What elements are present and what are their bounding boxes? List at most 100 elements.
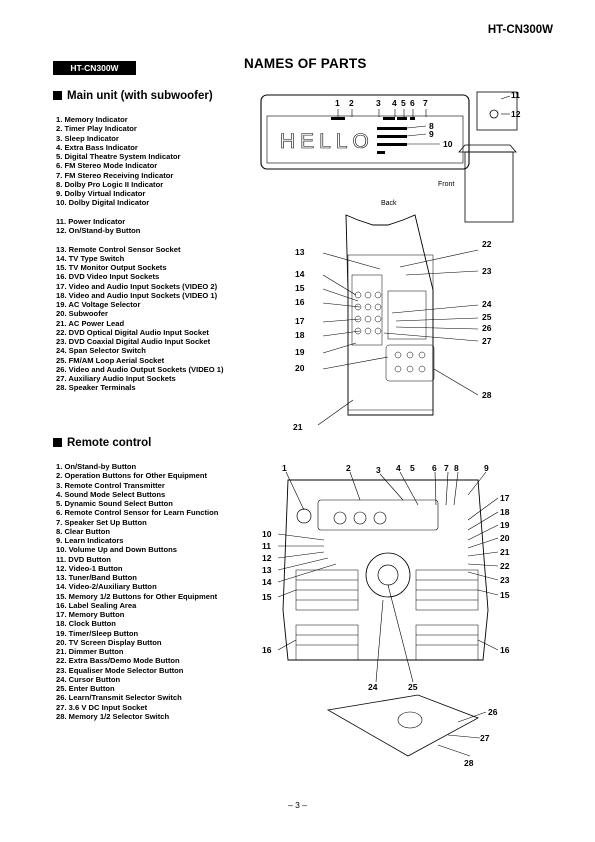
list-item: 5. Digital Theatre System Indicator <box>56 152 181 161</box>
callout-number: 20 <box>295 363 305 373</box>
list-item: 22. DVD Optical Digital Audio Input Sock… <box>56 327 209 337</box>
list-item: 6. FM Stereo Mode Indicator <box>56 161 158 171</box>
main-unit-heading-text: Main unit (with subwoofer) <box>67 90 213 102</box>
model-number-badge: HT-CN300W <box>53 61 136 75</box>
callout-number: 6 <box>432 463 437 473</box>
list-item: 23. DVD Coaxial Digital Audio Input Sock… <box>56 337 211 346</box>
list-item: 13. Remote Control Sensor Socket <box>56 244 181 254</box>
cursor-pad <box>365 552 411 598</box>
square-bullet-icon <box>53 90 62 100</box>
list-item: 9. Dolby Virtual Indicator <box>56 189 146 198</box>
list-item: 6. Remote Control Sensor for Learn Funct… <box>56 508 219 518</box>
operation-buttons-area <box>317 499 439 531</box>
callout-number: 12 <box>262 553 272 563</box>
list-item: 15. TV Monitor Output Sockets <box>56 263 167 272</box>
list-item <box>56 235 224 244</box>
list-item: 5. Dynamic Sound Select Button <box>56 499 173 508</box>
main-unit-heading: Main unit (with subwoofer) <box>53 90 213 102</box>
callout-number: 11 <box>511 90 520 100</box>
callout-number: 25 <box>482 312 492 322</box>
list-item: 10. Volume Up and Down Buttons <box>56 545 177 555</box>
list-item: 22. Extra Bass/Demo Mode Button <box>56 656 180 666</box>
display-window <box>266 115 464 164</box>
page-number: – 3 – <box>288 800 307 810</box>
list-item: 17. Memory Button <box>56 610 125 619</box>
display-indicator-legends <box>331 117 415 154</box>
list-item: 19. Timer/Sleep Button <box>56 628 139 638</box>
callout-number: 1 <box>335 98 340 108</box>
callout-number: 26 <box>482 323 492 333</box>
subwoofer-back-outline <box>345 214 434 416</box>
callout-number: 14 <box>262 577 272 587</box>
callout-number: 4 <box>392 98 397 108</box>
callout-number: 10 <box>443 139 453 149</box>
callout-number: 20 <box>500 533 510 543</box>
model-number-header: HT-CN300W <box>487 24 553 36</box>
callout-number: 16 <box>262 645 272 655</box>
list-item: 17. Video and Audio Input Sockets (VIDEO… <box>56 281 218 291</box>
callout-number: 24 <box>482 299 492 309</box>
page-title: NAMES OF PARTS <box>244 56 367 71</box>
list-item: 20. Subwoofer <box>56 309 108 319</box>
list-item: 14. TV Type Switch <box>56 253 125 263</box>
front-label: Front <box>438 181 454 188</box>
display-readout: HELLO <box>280 130 374 153</box>
callout-number: 10 <box>262 529 272 539</box>
list-item: 9. Learn Indicators <box>56 536 124 545</box>
list-item: 28. Memory 1/2 Selector Switch <box>56 711 170 721</box>
callout-number: 12 <box>511 109 521 119</box>
callout-number: 27 <box>482 336 492 346</box>
callout-number: 28 <box>464 758 474 768</box>
callout-number: 18 <box>500 507 510 517</box>
callout-number: 5 <box>401 98 406 108</box>
callout-number: 25 <box>408 682 418 692</box>
callout-number: 5 <box>410 463 415 473</box>
back-callouts: 13 14 15 16 17 18 19 20 22 23 24 25 26 2… <box>293 239 492 432</box>
callout-number: 27 <box>480 733 490 743</box>
callout-number: 15 <box>262 592 272 602</box>
remote-heading-text: Remote control <box>67 437 152 449</box>
list-item: 3. Remote Control Transmitter <box>56 480 165 490</box>
list-item: 16. Label Sealing Area <box>56 600 137 610</box>
callout-number: 13 <box>262 565 272 575</box>
callout-number: 13 <box>295 247 305 257</box>
callout-number: 22 <box>500 561 510 571</box>
display-panel-outline <box>260 94 470 170</box>
callout-number: 9 <box>429 129 434 139</box>
list-item: 8. Dolby Pro Logic II Indicator <box>56 179 164 189</box>
callout-number: 3 <box>376 465 381 475</box>
list-item: 3. Sleep Indicator <box>56 133 119 143</box>
list-item: 7. FM Stereo Receiving Indicator <box>56 170 174 180</box>
callout-number: 1 <box>282 463 287 473</box>
list-item: 12. Video-1 Button <box>56 563 123 573</box>
callout-number: 7 <box>444 463 449 473</box>
callout-number: 26 <box>488 707 498 717</box>
callout-number: 19 <box>500 520 510 530</box>
callout-number: 17 <box>295 316 305 326</box>
callout-number: 24 <box>368 682 378 692</box>
callout-number: 2 <box>346 463 351 473</box>
back-leader-lines <box>317 249 479 426</box>
remote-outline <box>282 479 489 661</box>
list-item: 4. Sound Mode Select Buttons <box>56 489 166 499</box>
list-item: 18. Clock Button <box>56 619 116 629</box>
list-item: 11. Power Indicator <box>56 216 126 226</box>
list-item: 16. DVD Video Input Sockets <box>56 272 160 282</box>
callout-number: 4 <box>396 463 401 473</box>
callout-number: 21 <box>500 547 510 557</box>
enter-button <box>377 564 399 586</box>
list-item: 10. Dolby Digital Indicator <box>56 198 150 208</box>
subwoofer-top <box>458 144 517 153</box>
callout-number: 15 <box>295 283 305 293</box>
remote-heading: Remote control <box>53 437 151 449</box>
list-item: 11. DVD Button <box>56 554 111 564</box>
list-item: 28. Speaker Terminals <box>56 383 136 393</box>
list-item: 14. Video-2/Auxiliary Button <box>56 582 157 592</box>
back-panel-figure: Back 13 14 15 16 17 18 19 <box>293 200 492 432</box>
callout-number: 18 <box>295 330 305 340</box>
standby-button-icon <box>296 508 312 524</box>
list-item: 2. Operation Buttons for Other Equipment <box>56 471 208 481</box>
callout-number: 16 <box>295 297 305 307</box>
